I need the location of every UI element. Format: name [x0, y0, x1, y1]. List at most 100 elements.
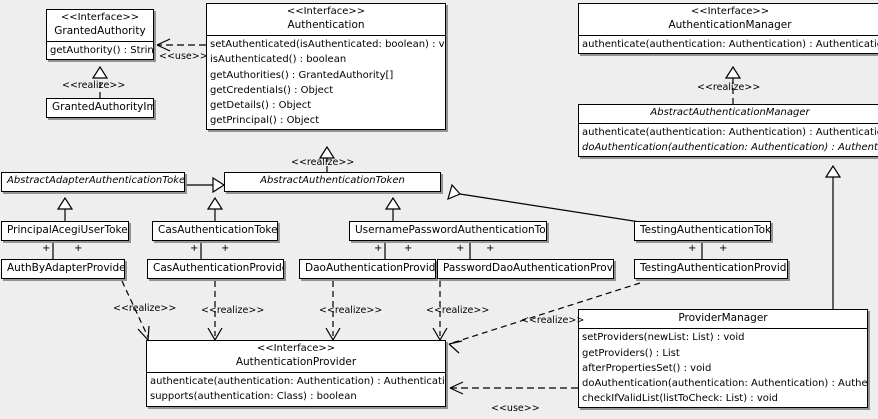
class-box-auth-by-adapter-provider[interactable]: AuthByAdapterProvider — [1, 259, 125, 280]
class-name: AuthenticationProvider — [235, 355, 357, 368]
class-name: AbstractAdapterAuthenticationToken — [7, 175, 185, 186]
class-name: CasAuthenticationProvider — [153, 262, 284, 274]
class-stereotype: <<Interface>> — [256, 343, 336, 354]
compartment-divider — [147, 372, 445, 374]
operations-compartment: getAuthority() : String — [47, 42, 153, 59]
operations-compartment: setProviders(newList: List) : void getPr… — [579, 329, 867, 407]
edge-label-realize-granted-authority-impl: <<realize>> — [62, 80, 126, 91]
operation-row: getCredentials() : Object — [210, 84, 334, 96]
edge-label-realize-password-dao-authentication-provider: <<realize>> — [426, 305, 490, 316]
class-box-abstract-authentication-manager[interactable]: AbstractAuthenticationManager authentica… — [578, 104, 878, 158]
edge-label-realize-abstract-authentication-manager: <<realize>> — [697, 82, 761, 93]
operation-row: setProviders(newList: List) : void — [582, 332, 745, 344]
class-box-password-dao-authentication-provider[interactable]: PasswordDaoAuthenticationProvider — [437, 259, 614, 280]
assoc-plus-marker: + — [190, 243, 199, 254]
class-name: Authentication — [287, 18, 365, 31]
compartment-divider — [579, 328, 867, 330]
edge-usernamepasswordtoken-extends-abstractauthenticationtoken — [384, 196, 402, 221]
class-header: UsernamePasswordAuthenticationToken — [350, 222, 546, 240]
edge-providermanager-extends-abstractauthenticationmanager — [824, 164, 842, 309]
edge-providermanager-uses-authenticationprovider — [449, 381, 578, 395]
class-box-dao-authentication-provider[interactable]: DaoAuthenticationProvider — [299, 259, 436, 280]
class-box-principal-acegi-user-token[interactable]: PrincipalAcegiUserToken — [1, 221, 129, 242]
class-box-username-password-authentication-token[interactable]: UsernamePasswordAuthenticationToken — [349, 221, 547, 242]
class-name: PrincipalAcegiUserToken — [7, 224, 129, 236]
edge-label-use-provider-manager: <<use>> — [491, 403, 540, 414]
operation-row: getPrincipal() : Object — [210, 115, 320, 127]
class-name: AuthByAdapterProvider — [7, 262, 125, 274]
class-header: <<Interface>> Authentication — [207, 4, 445, 35]
edge-label-use-granted-authority: <<use>> — [159, 51, 208, 62]
class-name: TestingAuthenticationProvider — [640, 262, 788, 274]
class-header: PasswordDaoAuthenticationProvider — [438, 260, 613, 278]
edge-label-realize-dao-authentication-provider: <<realize>> — [319, 305, 383, 316]
class-box-provider-manager[interactable]: ProviderManager setProviders(newList: Li… — [578, 309, 868, 409]
class-header: PrincipalAcegiUserToken — [2, 222, 128, 240]
assoc-plus-marker: + — [74, 243, 83, 254]
class-name: GrantedAuthorityImpl — [52, 101, 153, 113]
class-box-testing-authentication-token[interactable]: TestingAuthenticationToken — [634, 221, 771, 242]
class-stereotype: <<Interface>> — [60, 12, 140, 23]
class-name: AbstractAuthenticationManager — [650, 107, 810, 118]
class-stereotype: <<Interface>> — [690, 6, 770, 17]
class-name: DaoAuthenticationProvider — [305, 262, 436, 274]
operation-row: authenticate(authentication: Authenticat… — [582, 39, 878, 51]
edge-label-realize-auth-by-adapter-provider: <<realize>> — [113, 303, 177, 314]
operation-row: supports(authentication: Class) : boolea… — [150, 391, 357, 403]
compartment-divider — [579, 35, 878, 37]
edge-label-realize-cas-authentication-provider: <<realize>> — [201, 305, 265, 316]
class-box-authentication[interactable]: <<Interface>> Authentication setAuthenti… — [206, 3, 446, 131]
class-box-abstract-adapter-authentication-token[interactable]: AbstractAdapterAuthenticationToken — [1, 172, 185, 192]
class-header: AbstractAdapterAuthenticationToken — [2, 173, 184, 191]
class-box-authentication-manager[interactable]: <<Interface>> AuthenticationManager auth… — [578, 3, 878, 55]
class-name: ProviderManager — [678, 312, 768, 324]
operation-row: getDetails() : Object — [210, 100, 312, 112]
operation-row: getProviders() : List — [582, 347, 680, 359]
assoc-plus-marker: + — [719, 243, 728, 254]
operation-row: doAuthentication(authentication: Authent… — [582, 378, 868, 390]
operations-compartment: setAuthenticated(isAuthenticated: boolea… — [207, 36, 445, 129]
operation-row: getAuthorities() : GrantedAuthority[] — [210, 69, 394, 81]
operations-compartment: authenticate(authentication: Authenticat… — [579, 36, 878, 53]
operation-row: isAuthenticated() : boolean — [210, 54, 347, 66]
class-box-abstract-authentication-token[interactable]: AbstractAuthenticationToken — [224, 172, 441, 192]
class-box-granted-authority[interactable]: <<Interface>> GrantedAuthority getAuthor… — [46, 9, 154, 61]
assoc-plus-marker: + — [486, 243, 495, 254]
assoc-plus-marker: + — [404, 243, 413, 254]
operations-compartment: authenticate(authentication: Authenticat… — [579, 124, 878, 156]
edge-abstractadapter-extends-abstractauthenticationtoken — [185, 176, 226, 194]
class-name: TestingAuthenticationToken — [640, 224, 771, 236]
compartment-divider — [207, 35, 445, 37]
class-box-testing-authentication-provider[interactable]: TestingAuthenticationProvider — [634, 259, 788, 280]
class-header: AuthByAdapterProvider — [2, 260, 124, 278]
edge-authentication-uses-grantedauthority — [156, 38, 206, 52]
class-header: GrantedAuthorityImpl — [47, 99, 153, 117]
assoc-plus-marker: + — [221, 243, 230, 254]
class-name: PasswordDaoAuthenticationProvider — [443, 262, 613, 274]
compartment-divider — [47, 41, 153, 43]
class-header: <<Interface>> GrantedAuthority — [47, 10, 153, 41]
class-header: TestingAuthenticationProvider — [635, 260, 787, 278]
class-name: AbstractAuthenticationToken — [260, 175, 405, 186]
class-box-cas-authentication-token[interactable]: CasAuthenticationToken — [152, 221, 278, 242]
edge-testingauthenticationtoken-extends-abstractauthenticationtoken — [447, 183, 641, 223]
edge-casauthenticationtoken-extends-abstractauthenticationtoken — [206, 196, 224, 221]
operation-row: afterPropertiesSet() : void — [582, 362, 712, 374]
operation-row: getAuthority() : String — [50, 45, 154, 57]
operation-row: setAuthenticated(isAuthenticated: boolea… — [210, 39, 446, 51]
class-header: CasAuthenticationProvider — [148, 260, 283, 278]
class-box-authentication-provider[interactable]: <<Interface>> AuthenticationProvider aut… — [146, 340, 446, 407]
operation-row: authenticate(authentication: Authenticat… — [150, 376, 446, 388]
class-box-cas-authentication-provider[interactable]: CasAuthenticationProvider — [147, 259, 284, 280]
class-header: AbstractAuthenticationToken — [225, 173, 440, 191]
class-name: GrantedAuthority — [54, 24, 146, 37]
operation-row: checkIfValidList(listToCheck: List) : vo… — [582, 393, 779, 405]
class-box-granted-authority-impl[interactable]: GrantedAuthorityImpl — [46, 98, 154, 119]
edge-principalacegiusertoken-extends-abstractadapter — [56, 196, 74, 221]
edge-label-realize-testing-authentication-provider: <<realize>> — [521, 315, 585, 326]
class-header: AbstractAuthenticationManager — [579, 105, 878, 123]
edge-label-realize-abstract-authentication-token: <<realize>> — [291, 157, 355, 168]
operation-row: authenticate(authentication: Authenticat… — [582, 126, 878, 138]
class-header: <<Interface>> AuthenticationManager — [579, 4, 878, 35]
